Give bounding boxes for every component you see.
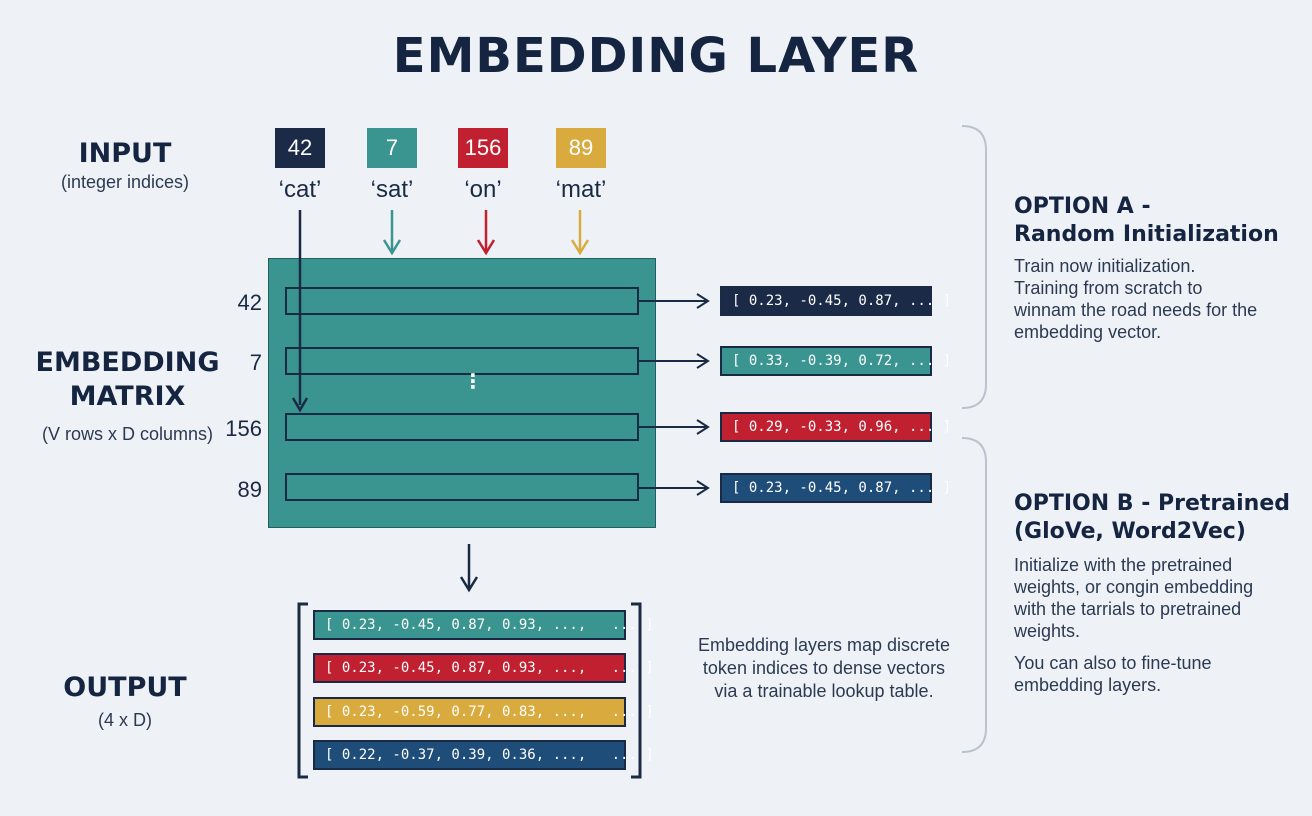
option-b-body-line: weights, or congin embedding <box>1014 577 1254 597</box>
option-b-title-line2: (GloVe, Word2Vec) <box>1014 519 1246 544</box>
page-title: EMBEDDING LAYER <box>392 28 920 84</box>
output-vector: [ 0.23, -0.45, 0.87, 0.93, ..., ... ] <box>313 653 654 683</box>
output-vector: [ 0.23, -0.59, 0.77, 0.83, ..., ... ] <box>313 697 654 727</box>
option-b-body-line: embedding layers. <box>1014 675 1162 695</box>
option-b-title-line1: OPTION B - Pretrained <box>1014 491 1290 516</box>
token-index-box: 89 <box>556 128 606 168</box>
option-b-body: Initialize with the pretrained weights, … <box>1014 554 1304 642</box>
embedding-matrix <box>268 258 656 528</box>
row-arrows <box>638 293 710 496</box>
input-subtitle: (integer indices) <box>60 172 190 192</box>
option-a-body: Train now initialization. Training from … <box>1014 255 1304 343</box>
caption: Embedding layers map discrete token indi… <box>690 634 958 703</box>
row-vector: [ 0.29, -0.33, 0.96, ... ] <box>720 412 951 442</box>
option-a-title-line2: Random Initialization <box>1014 222 1279 247</box>
token-word: ‘sat’ <box>370 176 414 203</box>
option-b-body-line: You can also to fine-tune <box>1014 653 1212 673</box>
row-vector: [ 0.23, -0.45, 0.87, ... ] <box>720 473 951 503</box>
option-b-body2: You can also to fine-tune embedding laye… <box>1014 652 1304 696</box>
row-label: 89 <box>237 477 262 502</box>
caption-line: token indices to dense vectors <box>702 658 946 678</box>
token-word: ‘on’ <box>464 176 502 203</box>
option-a-title-line1: OPTION A - <box>1014 194 1151 219</box>
output-arrow <box>459 544 479 593</box>
option-a-body-line: Training from scratch to <box>1014 278 1203 298</box>
token-index-box: 156 <box>458 128 508 168</box>
option-b-body-line: Initialize with the pretrained <box>1014 555 1233 575</box>
option-a: OPTION A - Random Initialization Train n… <box>1014 193 1304 343</box>
token-arrows <box>291 210 590 413</box>
option-b-body-line: weights. <box>1014 621 1081 641</box>
token-index-box: 7 <box>367 128 417 168</box>
token-word: ‘mat’ <box>555 176 607 203</box>
row-label: 7 <box>249 350 262 375</box>
token-index-box: 42 <box>275 128 325 168</box>
caption-line: Embedding layers map discrete <box>697 635 951 655</box>
matrix-subtitle: (V rows x D columns) <box>41 424 214 444</box>
option-braces <box>961 125 987 753</box>
option-b-body-line: with the tarrials to pretrained <box>1014 599 1242 619</box>
matrix-title-line2: MATRIX <box>69 381 186 412</box>
option-a-body-line: Train now initialization. <box>1014 256 1196 276</box>
output-subtitle: (4 x D) <box>98 710 152 730</box>
row-label: 42 <box>237 290 262 315</box>
output-vector: [ 0.23, -0.45, 0.87, 0.93, ..., ... ] <box>313 610 654 640</box>
option-a-body-line: embedding vector. <box>1014 322 1162 342</box>
output-title: OUTPUT <box>63 672 187 703</box>
input-title: INPUT <box>78 138 172 169</box>
output-vector: [ 0.22, -0.37, 0.39, 0.36, ..., ... ] <box>313 740 654 770</box>
token-word: ‘cat’ <box>278 176 322 203</box>
output-brackets <box>297 602 642 779</box>
option-a-body-line: winnam the road needs for the <box>1014 300 1258 320</box>
row-vector: [ 0.33, -0.39, 0.72, ... ] <box>720 346 951 376</box>
matrix-title-line1: EMBEDDING <box>35 347 220 378</box>
option-b: OPTION B - Pretrained (GloVe, Word2Vec) … <box>1014 490 1304 696</box>
caption-line: via a trainable lookup table. <box>714 681 934 701</box>
row-label: 156 <box>225 416 262 441</box>
row-vector: [ 0.23, -0.45, 0.87, ... ] <box>720 286 951 316</box>
matrix-title: EMBEDDING MATRIX <box>30 346 225 414</box>
